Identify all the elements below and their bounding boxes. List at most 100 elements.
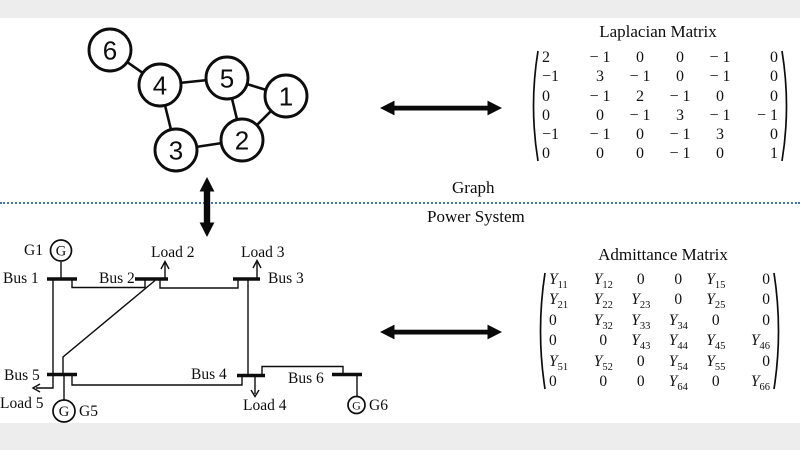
generator-circle-g1 [49, 239, 73, 262]
matrix-cell: 3 [716, 126, 724, 144]
matrix-cell: Y51 [549, 352, 569, 373]
bus1-label: Bus 1 [3, 270, 39, 287]
matrix-cell: − 1 [709, 49, 731, 66]
power-line-bus4-bus6 [261, 365, 344, 374]
left-paren [532, 50, 539, 162]
matrix-cell: 0 [716, 87, 724, 105]
matrix-cell: 2 [542, 49, 550, 66]
matrix-cell: 0 [542, 145, 550, 163]
matrix-cell: 0 [770, 49, 778, 66]
matrix-cell: 0 [770, 68, 778, 86]
top-letterbox-band [0, 0, 800, 18]
power-line-bus1-bus2 [71, 277, 146, 289]
matrix-cell: −1 [542, 126, 560, 144]
matrix-cell: Y33 [631, 311, 651, 332]
matrix-cell: − 1 [589, 87, 611, 105]
bus5-label: Bus 5 [4, 367, 40, 384]
graph-node-3 [153, 127, 199, 173]
matrix-cell: 0 [636, 372, 645, 390]
load5-arrowhead [31, 383, 41, 393]
matrix-cell: 0 [636, 271, 645, 288]
matrix-cell: 0 [762, 311, 770, 329]
matrix-cell: Y66 [750, 372, 770, 394]
generator-symbol-g5: G [59, 404, 70, 420]
matrix-cell: Y25 [706, 291, 726, 312]
bottom-letterbox-band [0, 423, 800, 450]
matrix-cell: − 1 [669, 145, 691, 163]
matrix-cell: Y22 [593, 291, 613, 312]
matrix-cell: Y11 [549, 271, 568, 292]
bus3-label: Bus 3 [268, 270, 304, 287]
matrix-cell: − 1 [669, 126, 691, 144]
matrix-cell: − 1 [629, 106, 651, 124]
power-line-bus2-bus5 [62, 279, 156, 373]
power-lines [31, 259, 358, 400]
bus1-bus5-load5-line [36, 277, 54, 389]
generator-circle-g6 [347, 395, 366, 415]
matrix-cell: 3 [676, 106, 684, 124]
matrix-cell: − 1 [589, 126, 611, 144]
matrix-cell: Y43 [631, 332, 651, 353]
matrix-cell: 0 [542, 87, 550, 105]
generator-label-g5: G5 [79, 403, 98, 420]
matrix-cell: 0 [636, 145, 644, 163]
matrix-cell: 0 [596, 106, 604, 124]
matrix-cell: − 1 [589, 49, 611, 66]
matrix-cell: 0 [762, 271, 770, 288]
matrix-cell: 0 [676, 49, 684, 66]
matrix-cell: Y32 [593, 311, 613, 332]
matrix-cell: 0 [549, 332, 557, 350]
matrix-cell: 0 [762, 291, 770, 309]
matrix-cell: − 1 [756, 106, 778, 124]
graph-node-label-4: 4 [153, 70, 167, 100]
matrix-cell: Y21 [549, 291, 569, 312]
graph-node-4 [137, 62, 183, 108]
generator-circles [49, 239, 366, 423]
divider-dotted-line [0, 202, 800, 204]
bottom-double-arrow [380, 324, 502, 340]
generator-symbol-g1: G [56, 244, 67, 260]
divider-label-graph: Graph [452, 178, 495, 197]
vertical-double-arrow [199, 177, 215, 237]
generator-circle-g5 [52, 399, 76, 423]
right-paren [773, 272, 780, 390]
power-line-bus5-bus4 [71, 374, 243, 386]
bus4-label: Bus 4 [191, 366, 227, 383]
graph-node-6 [87, 27, 133, 73]
matrix-cell: 0 [762, 352, 770, 370]
bus2-label: Bus 2 [99, 270, 135, 287]
load2-arrowhead [160, 260, 170, 270]
matrix-cell: 3 [596, 68, 604, 86]
matrix-cell: 0 [636, 352, 645, 370]
matrix-cell: Y12 [593, 271, 613, 292]
matrix-cell: Y46 [750, 332, 770, 353]
generator-symbols: G G G [56, 244, 361, 421]
power-line-bus2-bus3 [159, 277, 239, 289]
matrix-cell: 0 [676, 68, 684, 86]
generator-label-g1: G1 [24, 242, 43, 259]
left-paren [539, 272, 546, 390]
generator-symbol-g6: G [352, 399, 361, 413]
matrix-cell: 0 [770, 87, 778, 105]
matrix-cell: Y34 [668, 311, 688, 332]
graph-node-1 [263, 73, 309, 119]
graph-node-5 [204, 55, 250, 101]
matrix-cell: Y45 [706, 332, 726, 353]
laplacian-matrix-title: Laplacian Matrix [599, 22, 717, 41]
generator-label-g6: G6 [369, 397, 388, 414]
bus-bars [47, 277, 362, 378]
load3-arrowhead [252, 259, 262, 269]
matrix-cell: 0 [636, 49, 644, 66]
divider-label-power-system: Power System [427, 207, 525, 226]
matrix-cell: −1 [542, 68, 560, 86]
matrix-cell: 0 [599, 332, 608, 350]
load4-arrowhead [250, 389, 260, 398]
graph-node-label-1: 1 [279, 81, 293, 111]
matrix-cell: Y52 [593, 352, 613, 373]
